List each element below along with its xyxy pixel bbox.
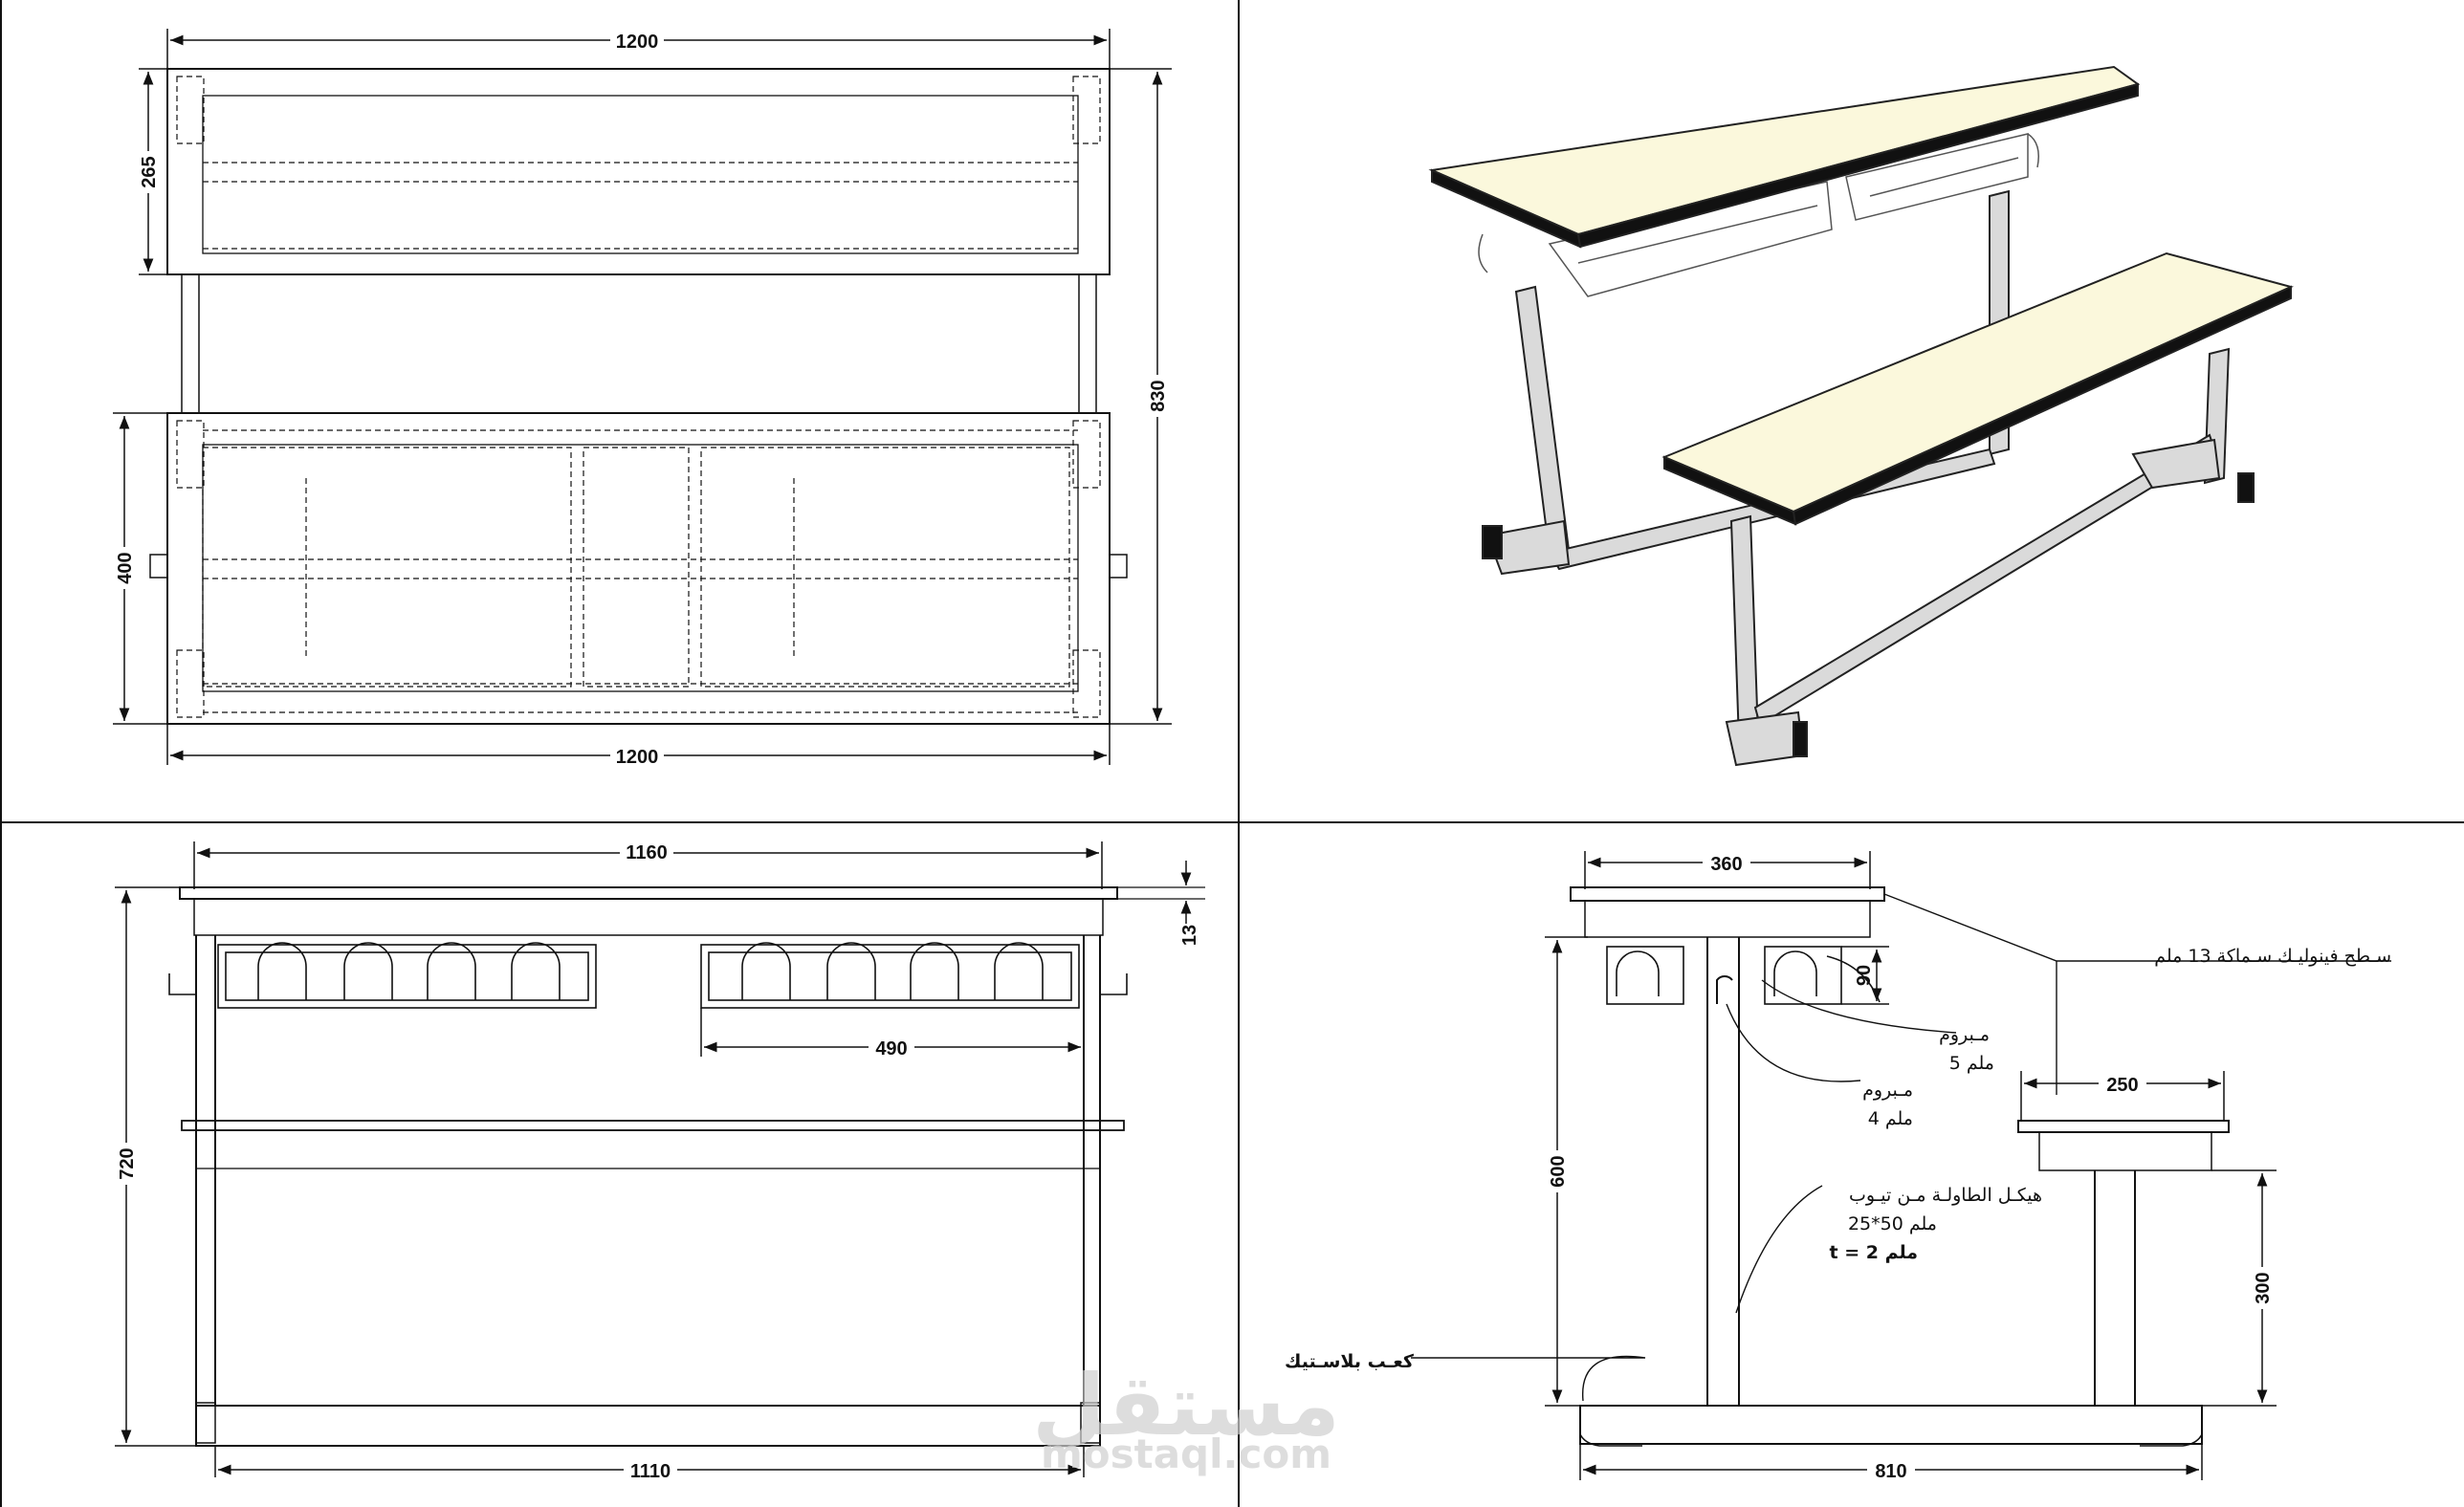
dim-label-top-width: 1160 bbox=[626, 842, 667, 863]
note-rivet-4-line1: مـبروم bbox=[1862, 1080, 1913, 1101]
note-rivet-5-line2: 5 ملم bbox=[1949, 1053, 1994, 1074]
dim-label-bottom-width: 1110 bbox=[630, 1461, 671, 1482]
dim-label-basket-height: 90 bbox=[1854, 965, 1875, 986]
dim-label-total-depth: 830 bbox=[1148, 380, 1169, 411]
note-frame-line1: هيكـل الطاولـة مـن تيـوب bbox=[1849, 1185, 2042, 1206]
front-elevation bbox=[115, 841, 1205, 1477]
dim-label-desk-depth: 265 bbox=[139, 156, 160, 187]
dim-label-bench-depth: 400 bbox=[115, 552, 136, 583]
plan-view bbox=[113, 29, 1172, 765]
dim-label-base-length: 810 bbox=[1875, 1461, 1906, 1482]
note-rivet-4-line2: 4 ملم bbox=[1868, 1108, 1913, 1129]
note-plastic-cap: كعـب بلاسـتيك bbox=[1285, 1351, 1415, 1372]
isometric-view bbox=[1428, 65, 2294, 767]
note-rivet-5-line1: مـبروم bbox=[1939, 1024, 1990, 1045]
dim-label-basket-width: 490 bbox=[875, 1038, 907, 1059]
dim-label-desk-leg-height: 600 bbox=[1548, 1155, 1569, 1187]
dim-label-desk-top-depth: 360 bbox=[1710, 854, 1742, 875]
dim-label-height: 720 bbox=[117, 1147, 138, 1179]
watermark-arabic: مستقل bbox=[1032, 1356, 1340, 1454]
dim-label-top-width: 1200 bbox=[616, 32, 659, 53]
note-frame-line2: 25*50 ملم bbox=[1848, 1213, 1937, 1234]
dim-label-bench-top-depth: 250 bbox=[2106, 1075, 2138, 1096]
note-frame-line3: t = 2 ملم bbox=[1830, 1242, 1919, 1263]
watermark-latin: mostaql.com bbox=[1041, 1431, 1331, 1477]
dim-label-top-thickness: 13 bbox=[1179, 925, 1200, 946]
dim-label-bottom-width: 1200 bbox=[616, 747, 659, 768]
dim-label-bench-height: 300 bbox=[2253, 1272, 2274, 1303]
note-phenolic-top: سـطح فينوليـك سـماكة 13 ملم bbox=[2154, 946, 2391, 967]
